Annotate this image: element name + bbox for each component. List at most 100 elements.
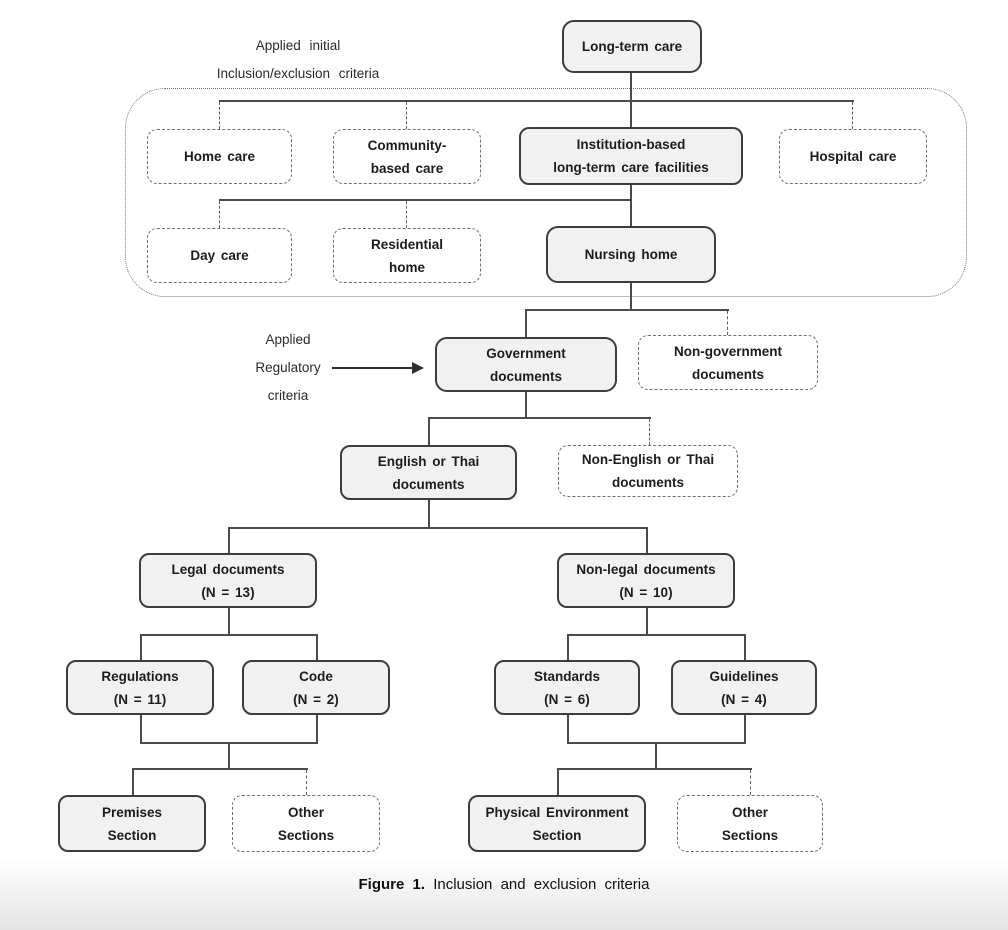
node-guidelines: Guidelines (N = 4) <box>671 660 817 715</box>
connector-join-left-center <box>228 744 230 769</box>
connector-trunk-institution <box>630 185 632 226</box>
node-label: Nursing home <box>584 247 678 262</box>
node-other-sections-legal: Other Sections <box>232 795 380 852</box>
node-residential-home: Residential home <box>333 228 481 283</box>
node-non-english-or-thai: Non-English or Thai documents <box>558 445 738 497</box>
node-label: Home care <box>183 149 256 164</box>
connector-split-premises-horizontal <box>132 768 308 770</box>
label-initial-criteria-line2: Inclusion/exclusion criteria <box>216 66 380 81</box>
initial-criteria-container <box>125 88 967 297</box>
node-label: Sections <box>721 827 779 843</box>
node-label: (N = 11) <box>113 691 167 707</box>
node-label: Standards <box>533 668 601 684</box>
figure-caption: Figure 1. Inclusion and exclusion criter… <box>0 876 1008 893</box>
label-regulatory-line1: Applied <box>265 332 311 347</box>
connector-split-physical-horizontal <box>557 768 752 770</box>
connector-code-down <box>316 715 318 743</box>
regulatory-arrow-head-icon <box>412 361 424 374</box>
node-day-care: Day care <box>147 228 292 283</box>
node-label: Other <box>287 804 324 820</box>
node-label: Premises <box>101 804 163 820</box>
node-non-government-documents: Non-government documents <box>638 335 818 390</box>
regulatory-arrow-line <box>332 367 414 369</box>
figure-caption-text: Inclusion and exclusion criteria <box>425 876 650 893</box>
connector-row2-horizontal <box>219 199 632 201</box>
node-label: Sections <box>277 827 335 843</box>
connector-drop-hospital <box>852 102 853 129</box>
node-physical-environment-section: Physical Environment Section <box>468 795 646 852</box>
node-label: English or Thai <box>377 453 480 469</box>
page-bottom-shading <box>0 858 1008 930</box>
node-label: Hospital care <box>809 149 897 164</box>
node-standards: Standards (N = 6) <box>494 660 640 715</box>
node-long-term-care: Long-term care <box>562 20 702 73</box>
connector-non-legal-down <box>646 608 648 635</box>
connector-drop-regulations <box>140 636 142 660</box>
connector-split-legal-horizontal <box>228 527 648 529</box>
connector-drop-standards <box>567 636 569 660</box>
node-label: Guidelines <box>709 668 779 684</box>
connector-drop-government <box>525 311 527 337</box>
node-label: (N = 2) <box>293 691 339 707</box>
node-label: Physical Environment <box>485 804 629 820</box>
connector-drop-physical <box>557 770 559 795</box>
node-label: Other <box>731 804 768 820</box>
node-label: Institution-based <box>576 137 686 152</box>
node-code: Code (N = 2) <box>242 660 390 715</box>
connector-drop-non-legal <box>646 529 648 553</box>
node-label: based care <box>370 160 444 176</box>
node-premises-section: Premises Section <box>58 795 206 852</box>
connector-drop-day-care <box>219 201 220 228</box>
connector-row1-horizontal <box>219 100 854 102</box>
connector-drop-legal <box>228 529 230 553</box>
node-label: long-term care facilities <box>553 160 709 175</box>
connector-drop-code <box>316 636 318 660</box>
figure-caption-number: Figure 1. <box>358 876 426 893</box>
node-label: Legal documents <box>171 561 285 577</box>
node-label: documents <box>691 366 764 382</box>
node-label: (N = 4) <box>721 691 767 707</box>
node-hospital-care: Hospital care <box>779 129 927 184</box>
node-label: Community- <box>367 137 447 153</box>
node-nursing-home: Nursing home <box>546 226 716 283</box>
connector-drop-home-care <box>219 102 220 129</box>
node-label: Regulations <box>101 668 179 684</box>
node-regulations: Regulations (N = 11) <box>66 660 214 715</box>
node-label: home <box>388 259 425 275</box>
connector-drop-non-english-thai <box>649 419 650 445</box>
node-label: Code <box>299 668 333 684</box>
node-government-documents: Government documents <box>435 337 617 392</box>
connector-drop-guidelines <box>744 636 746 660</box>
node-label: Residential <box>370 236 444 252</box>
node-english-or-thai: English or Thai documents <box>340 445 517 500</box>
connector-regulations-down <box>140 715 142 743</box>
connector-split-regulations-horizontal <box>140 634 318 636</box>
connector-trunk-nursing <box>630 283 632 310</box>
node-institution-based: Institution-based long-term care facilit… <box>519 127 743 185</box>
node-label: Non-English or Thai <box>581 452 715 467</box>
node-other-sections-nonlegal: Other Sections <box>677 795 823 852</box>
connector-drop-english-thai <box>428 419 430 445</box>
node-label: Long-term care <box>581 39 683 54</box>
node-label: Day care <box>190 248 249 263</box>
node-label: documents <box>611 475 684 490</box>
connector-drop-other-sections-right <box>750 770 751 795</box>
node-label: Non-government <box>674 343 782 359</box>
label-regulatory-line3: criteria <box>267 388 309 403</box>
node-label: (N = 6) <box>544 691 590 707</box>
connector-drop-other-sections-left <box>306 770 307 795</box>
connector-legal-down <box>228 608 230 635</box>
node-community-based-care: Community- based care <box>333 129 481 184</box>
connector-drop-premises <box>132 770 134 795</box>
connector-drop-community <box>406 102 407 129</box>
node-label: Section <box>532 827 582 843</box>
node-label: Government <box>486 345 566 361</box>
node-label: documents <box>489 368 562 384</box>
node-legal-documents: Legal documents (N = 13) <box>139 553 317 608</box>
connector-join-right-horizontal <box>567 742 746 744</box>
connector-split-language-horizontal <box>428 417 651 419</box>
node-label: (N = 13) <box>201 584 255 600</box>
connector-join-left-horizontal <box>140 742 318 744</box>
connector-split-government-horizontal <box>525 309 729 311</box>
